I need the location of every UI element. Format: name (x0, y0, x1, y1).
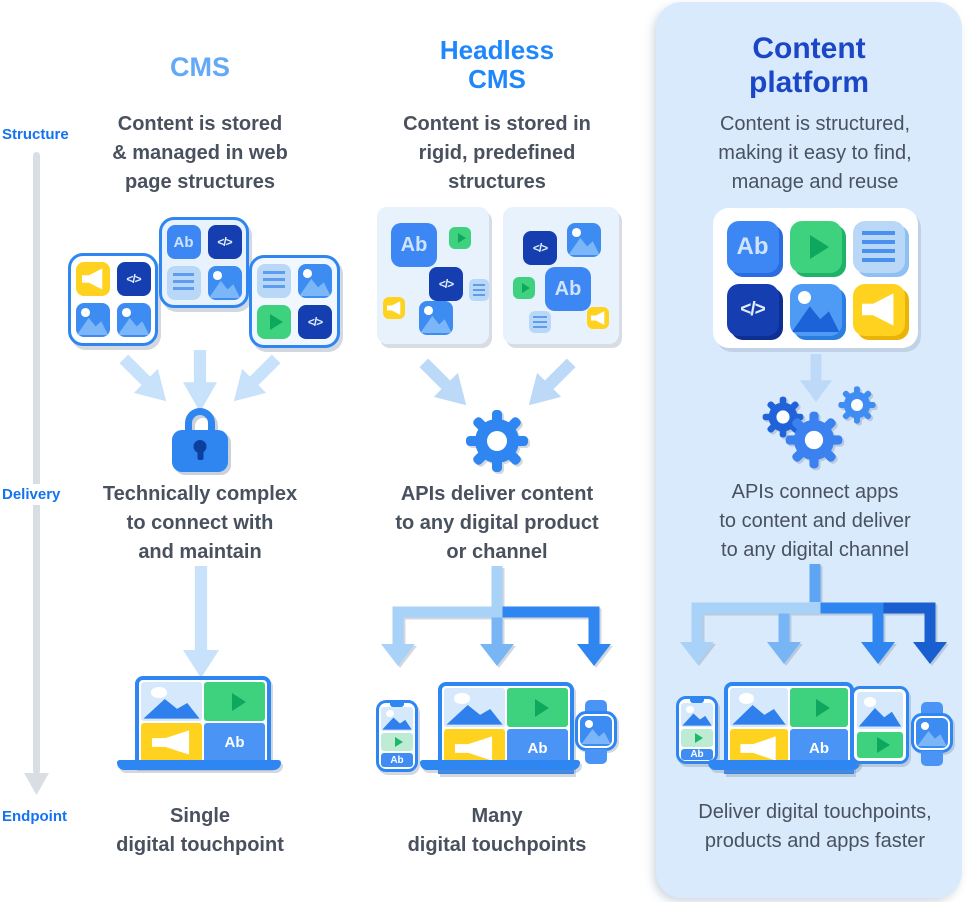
audio-icon (852, 283, 905, 336)
cms-delivery-text: Technically complex to connect with and … (102, 483, 298, 563)
image-icon (75, 303, 110, 337)
audio-icon (383, 297, 405, 319)
play-icon (204, 682, 265, 721)
laptop-base (420, 760, 580, 770)
text-icon: Ab (204, 723, 265, 762)
play-icon (681, 729, 713, 747)
text-icon: Ab (381, 753, 413, 767)
platform-title: Content platform (749, 32, 869, 99)
text-icon: Ab (545, 267, 591, 311)
platform-card: Ab </> (713, 208, 918, 348)
play-icon (513, 277, 535, 299)
side-label-structure: Structure (0, 124, 74, 145)
play-icon (257, 305, 291, 339)
code-icon: </> (726, 283, 779, 336)
cms-structure-text: Content is stored & managed in web page … (112, 113, 288, 193)
code-icon: </> (523, 231, 557, 265)
timeline-line (33, 152, 40, 774)
image-icon (580, 716, 612, 746)
headless-card-right: </> Ab (503, 207, 619, 344)
gears-icon (762, 386, 876, 469)
cms-endpoint-text: Single digital touchpoint (116, 805, 284, 856)
platform-structure-text: Content is structured, making it easy to… (718, 113, 912, 193)
image-icon (298, 264, 332, 298)
play-icon (381, 733, 413, 751)
headless-card-left: Ab </> (377, 207, 489, 344)
image-icon (116, 303, 151, 337)
image-icon (419, 301, 453, 335)
branching-arrows-icon (381, 566, 611, 666)
cms-card-left: </> (68, 253, 158, 346)
image-icon (857, 692, 903, 729)
list-icon (257, 264, 291, 298)
phone-illustration: Ab (376, 700, 418, 772)
image-icon (789, 283, 842, 336)
headless-structure-text: Content is stored in rigid, predefined s… (403, 113, 591, 193)
headless-cms-title: Headless CMS (439, 35, 555, 94)
code-icon: </> (116, 262, 151, 296)
side-label-delivery: Delivery (0, 484, 66, 505)
laptop-base (117, 760, 281, 770)
arrow-down-icon (183, 566, 219, 678)
code-icon: </> (207, 225, 242, 259)
image-icon (141, 682, 202, 721)
play-icon (790, 688, 848, 727)
side-label-endpoint: Endpoint (0, 806, 72, 827)
audio-icon (75, 262, 110, 296)
image-icon (681, 703, 713, 727)
image-icon (730, 688, 788, 727)
watch-illustration (910, 702, 954, 766)
laptop-base (708, 760, 860, 770)
image-icon (567, 223, 601, 257)
lock-icon (172, 408, 228, 474)
list-icon (529, 311, 551, 333)
phone-illustration: Ab (676, 696, 718, 764)
arrow-down-icon (183, 350, 217, 412)
headless-endpoint-text: Many digital touchpoints (407, 805, 587, 856)
play-icon (789, 220, 842, 273)
play-icon (857, 731, 903, 758)
audio-icon (587, 307, 609, 329)
list-icon (852, 220, 905, 273)
arrow-down-left-icon (222, 347, 288, 413)
timeline-arrowhead-icon (24, 773, 49, 795)
text-icon: Ab (681, 749, 713, 760)
play-icon (449, 227, 471, 249)
arrow-down-right-icon (112, 347, 178, 413)
tablet-illustration (851, 686, 909, 764)
watch-illustration (574, 700, 618, 764)
text-icon: Ab (726, 220, 779, 273)
list-icon (469, 279, 489, 301)
list-icon (166, 266, 201, 300)
headless-delivery-text: APIs deliver content to any digital prod… (395, 483, 599, 563)
platform-endpoint-text: Deliver digital touchpoints, products an… (698, 801, 932, 852)
text-icon: Ab (166, 225, 201, 259)
audio-icon (141, 723, 202, 762)
branching-arrows-icon (680, 564, 947, 664)
image-icon (207, 266, 242, 300)
cms-title: CMS (170, 52, 230, 82)
image-icon (916, 718, 948, 748)
gear-icon (466, 410, 528, 472)
cms-card-right: </> (249, 255, 340, 348)
image-icon (381, 707, 413, 731)
image-icon (444, 688, 505, 727)
cms-card-center: Ab </> (159, 217, 249, 308)
code-icon: </> (429, 267, 463, 301)
code-icon: </> (298, 305, 332, 339)
play-icon (507, 688, 568, 727)
platform-delivery-text: APIs connect apps to content and deliver… (719, 481, 911, 561)
text-icon: Ab (391, 223, 437, 267)
laptop-illustration: Ab (135, 676, 271, 768)
